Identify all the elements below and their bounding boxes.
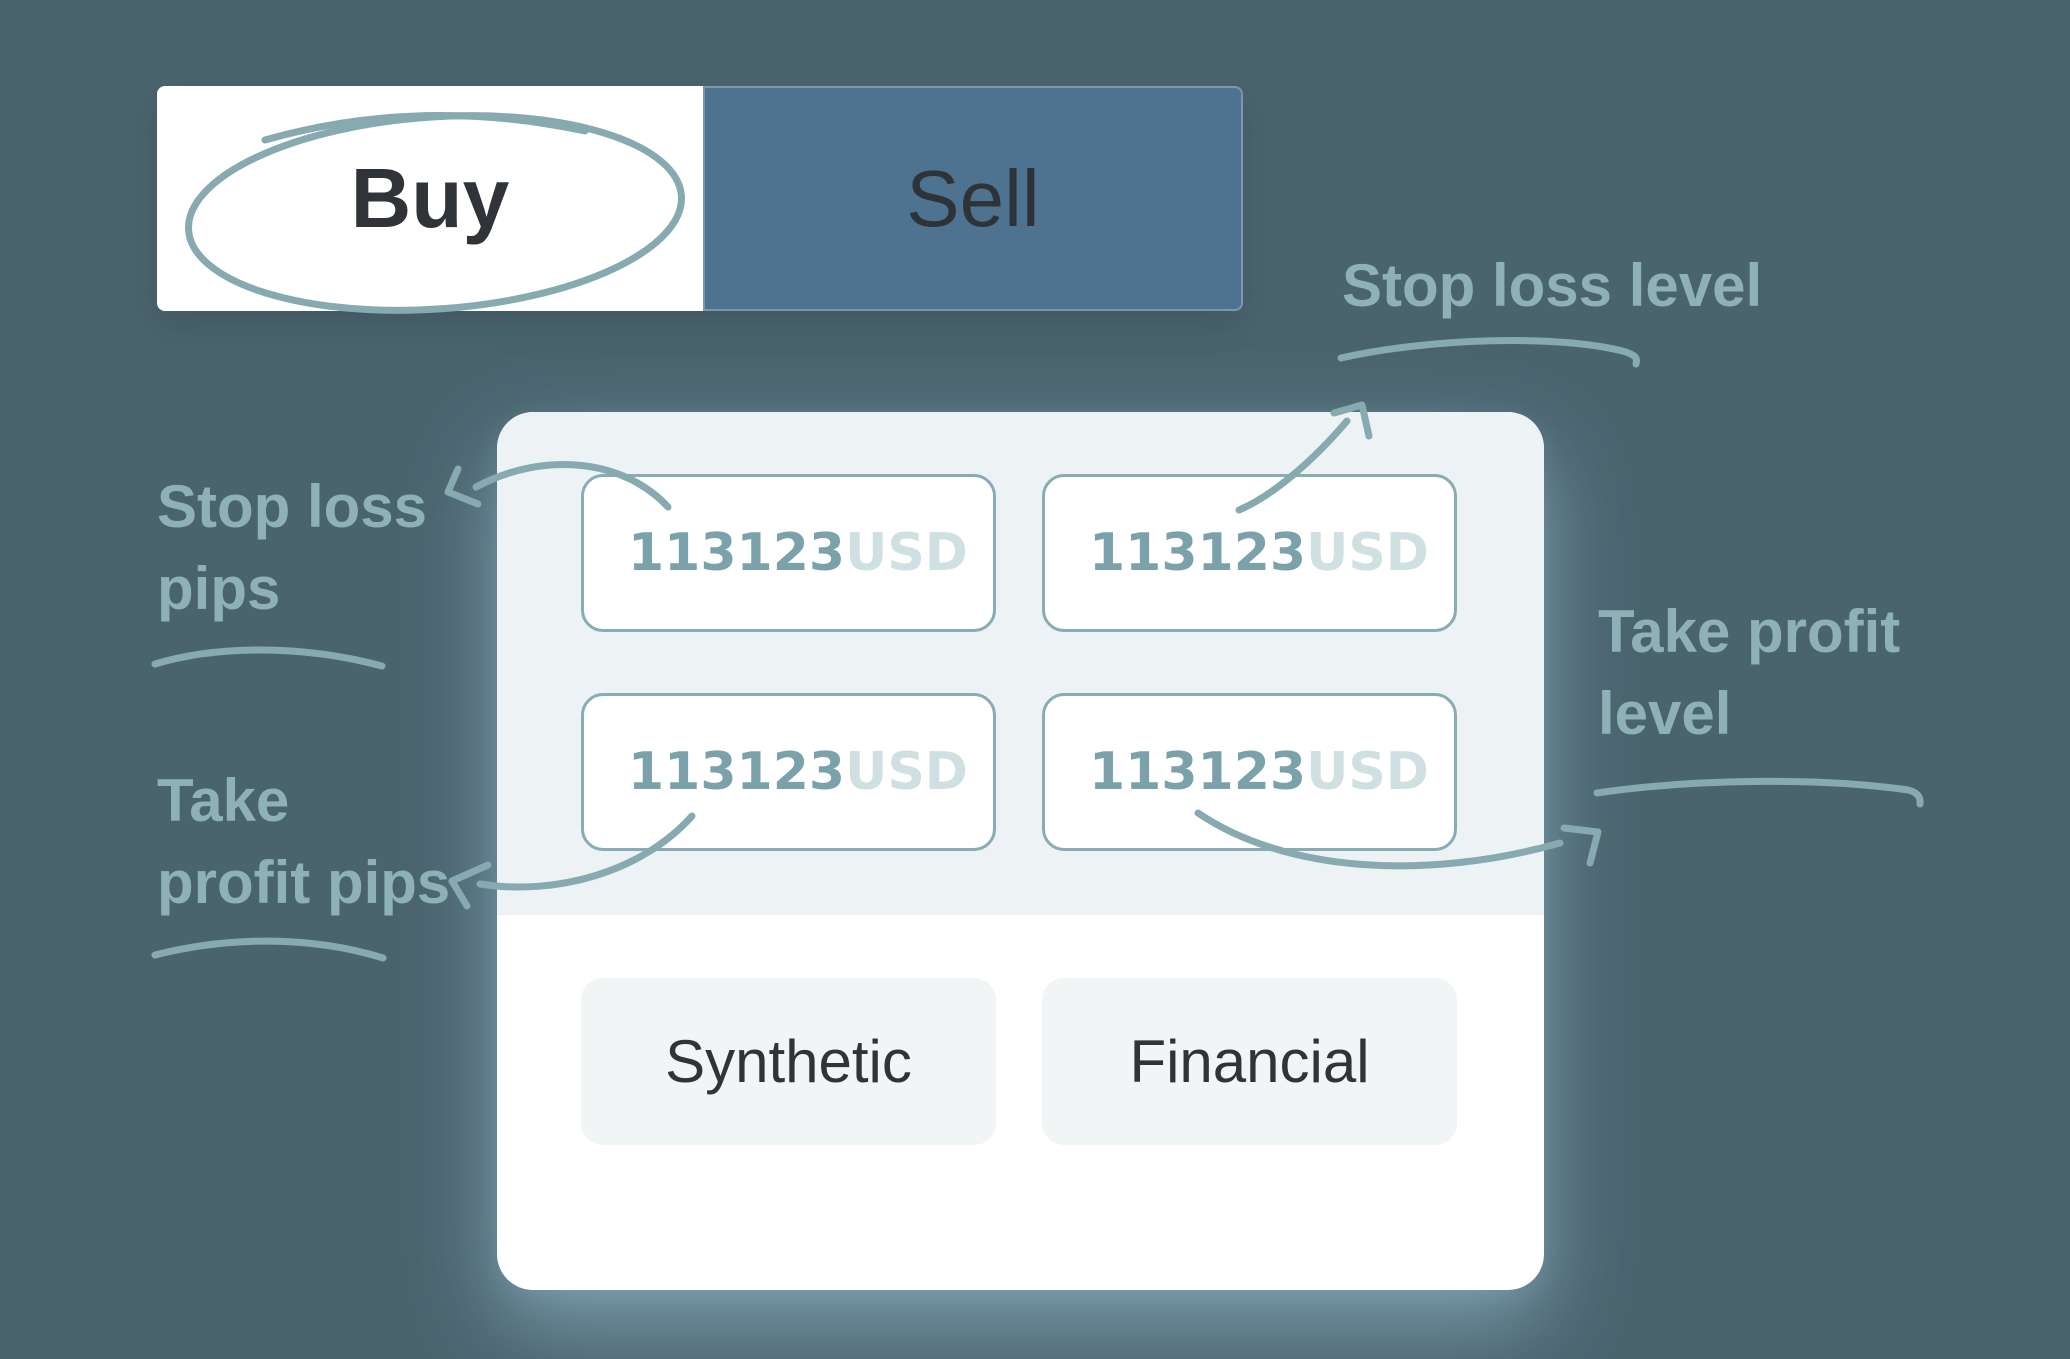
buy-tab[interactable]: Buy (157, 86, 703, 311)
sell-tab-label: Sell (906, 153, 1040, 243)
stop-loss-pips-underline (151, 646, 386, 670)
take-profit-pips-annotation: Take profit pips (157, 767, 451, 916)
stop-loss-pips-currency: USD (845, 523, 968, 583)
take-profit-pips-currency: USD (845, 742, 968, 802)
take-profit-pips-underline (151, 937, 387, 962)
trade-parameters-card: 113123 USD 113123 USD 113123 USD 113123 … (497, 412, 1544, 1290)
financial-button[interactable]: Financial (1042, 978, 1457, 1145)
financial-button-label: Financial (1129, 1028, 1370, 1095)
stop-loss-level-annotation: Stop loss level (1342, 252, 1763, 319)
synthetic-button-label: Synthetic (665, 1028, 912, 1095)
stop-loss-level-value: 113123 (1089, 523, 1307, 583)
stop-loss-level-underline (1337, 337, 1640, 368)
take-profit-level-currency: USD (1306, 742, 1429, 802)
stop-loss-level-input[interactable]: 113123 USD (1042, 474, 1457, 632)
take-profit-level-annotation: Take profit level (1598, 598, 1901, 747)
stop-loss-pips-value: 113123 (628, 523, 846, 583)
take-profit-level-underline (1593, 777, 1924, 808)
buy-tab-label: Buy (350, 151, 510, 245)
take-profit-level-input[interactable]: 113123 USD (1042, 693, 1457, 851)
buy-sell-toggle: Buy Sell (157, 86, 1243, 311)
take-profit-level-arrowhead-icon (1560, 824, 1602, 867)
synthetic-button[interactable]: Synthetic (581, 978, 996, 1145)
stop-loss-level-currency: USD (1306, 523, 1429, 583)
sell-tab[interactable]: Sell (703, 86, 1243, 311)
take-profit-pips-value: 113123 (628, 742, 846, 802)
take-profit-level-value: 113123 (1089, 742, 1307, 802)
stop-loss-pips-annotation: Stop loss pips (157, 473, 428, 622)
stop-loss-pips-arrowhead-icon (444, 465, 482, 508)
stop-loss-pips-input[interactable]: 113123 USD (581, 474, 996, 632)
take-profit-pips-input[interactable]: 113123 USD (581, 693, 996, 851)
take-profit-pips-arrowhead-icon (448, 861, 492, 910)
